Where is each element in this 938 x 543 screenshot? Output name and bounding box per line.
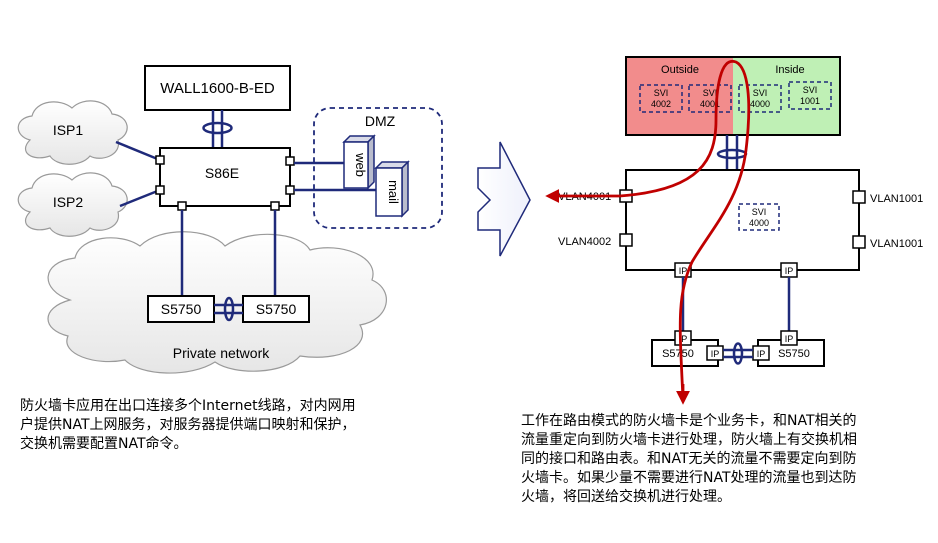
isp1-link xyxy=(115,140,161,162)
vlan-left-bottom-label: VLAN4002 xyxy=(558,236,611,248)
svi-4001-box: SVI 4001 xyxy=(688,84,732,113)
nat-flow-arrow xyxy=(545,59,751,401)
access-switch-b-box xyxy=(242,295,310,323)
web-server-icon xyxy=(342,134,376,190)
access-switch-b-label: S5750 xyxy=(256,301,297,317)
link-aggregation-ring xyxy=(202,121,233,135)
card-link-ring xyxy=(716,148,748,160)
right-switch-b-ip-side: IP xyxy=(752,345,770,361)
svg-text:IP: IP xyxy=(757,349,766,359)
mail-server-icon xyxy=(374,160,410,218)
svi-1001-box: SVI 1001 xyxy=(788,81,832,110)
vlan-right-top-label: VLAN1001 xyxy=(870,193,923,205)
web-label: web xyxy=(353,152,368,177)
private-network-label: Private network xyxy=(173,345,270,361)
switch-chassis-box xyxy=(625,169,860,271)
inside-label: Inside xyxy=(775,64,804,76)
switch-ip-port-b: IP xyxy=(780,262,798,278)
right-switch-b-ip-top: IP xyxy=(780,330,798,346)
isp2-link xyxy=(119,188,161,208)
svg-text:4002: 4002 xyxy=(651,99,671,109)
isp2-label: ISP2 xyxy=(53,194,84,210)
svg-text:IP: IP xyxy=(711,349,720,359)
svg-text:SVI: SVI xyxy=(752,207,767,217)
access-switch-a-box xyxy=(147,295,215,323)
svg-text:4000: 4000 xyxy=(750,99,770,109)
isp1-label: ISP1 xyxy=(53,122,84,138)
vlan-right-bottom-label: VLAN1001 xyxy=(870,238,923,250)
wall-card-box xyxy=(144,65,291,111)
isp1-cloud xyxy=(17,100,128,165)
svg-text:4001: 4001 xyxy=(700,99,720,109)
svg-text:SVI: SVI xyxy=(703,88,718,98)
svg-text:IP: IP xyxy=(679,266,688,276)
svi-4002-box: SVI 4002 xyxy=(639,84,683,113)
access-switch-a-label: S5750 xyxy=(161,301,202,317)
firewall-card-box xyxy=(625,56,841,136)
core-switch-box xyxy=(159,147,291,207)
svg-text:4000: 4000 xyxy=(749,218,769,228)
outside-label: Outside xyxy=(661,64,699,76)
core-switch-label: S86E xyxy=(205,165,239,181)
right-switch-a-ip-side: IP xyxy=(706,345,724,361)
isp2-cloud xyxy=(17,172,128,237)
left-caption: 防火墙卡应用在出口连接多个Internet线路，对内网用 户提供NAT上网服务，… xyxy=(20,398,356,452)
right-switch-a-ip-top: IP xyxy=(674,330,692,346)
right-access-switch-a-label: S5750 xyxy=(662,348,694,360)
dmz-zone xyxy=(313,107,443,229)
inside-zone xyxy=(733,57,840,135)
svg-text:IP: IP xyxy=(679,334,688,344)
wall-label: WALL1600-B-ED xyxy=(160,80,275,97)
dmz-label: DMZ xyxy=(365,113,396,129)
svg-text:SVI: SVI xyxy=(753,88,768,98)
svg-text:1001: 1001 xyxy=(800,96,820,106)
svg-text:IP: IP xyxy=(785,266,794,276)
switch-svi-4000-box: SVI 4000 xyxy=(738,203,780,231)
right-stack-ring xyxy=(732,342,744,365)
svg-text:SVI: SVI xyxy=(803,85,818,95)
svg-text:IP: IP xyxy=(785,334,794,344)
svi-4000-box: SVI 4000 xyxy=(738,84,782,113)
right-access-switch-b-label: S5750 xyxy=(778,348,810,360)
private-network-cloud xyxy=(47,231,387,374)
stack-ring xyxy=(223,296,235,322)
mail-label: mail xyxy=(386,180,401,204)
transition-arrow xyxy=(477,141,531,257)
svg-text:SVI: SVI xyxy=(654,88,669,98)
right-caption: 工作在路由模式的防火墙卡是个业务卡，和NAT相关的 流量重定向到防火墙卡进行处理… xyxy=(521,413,857,505)
